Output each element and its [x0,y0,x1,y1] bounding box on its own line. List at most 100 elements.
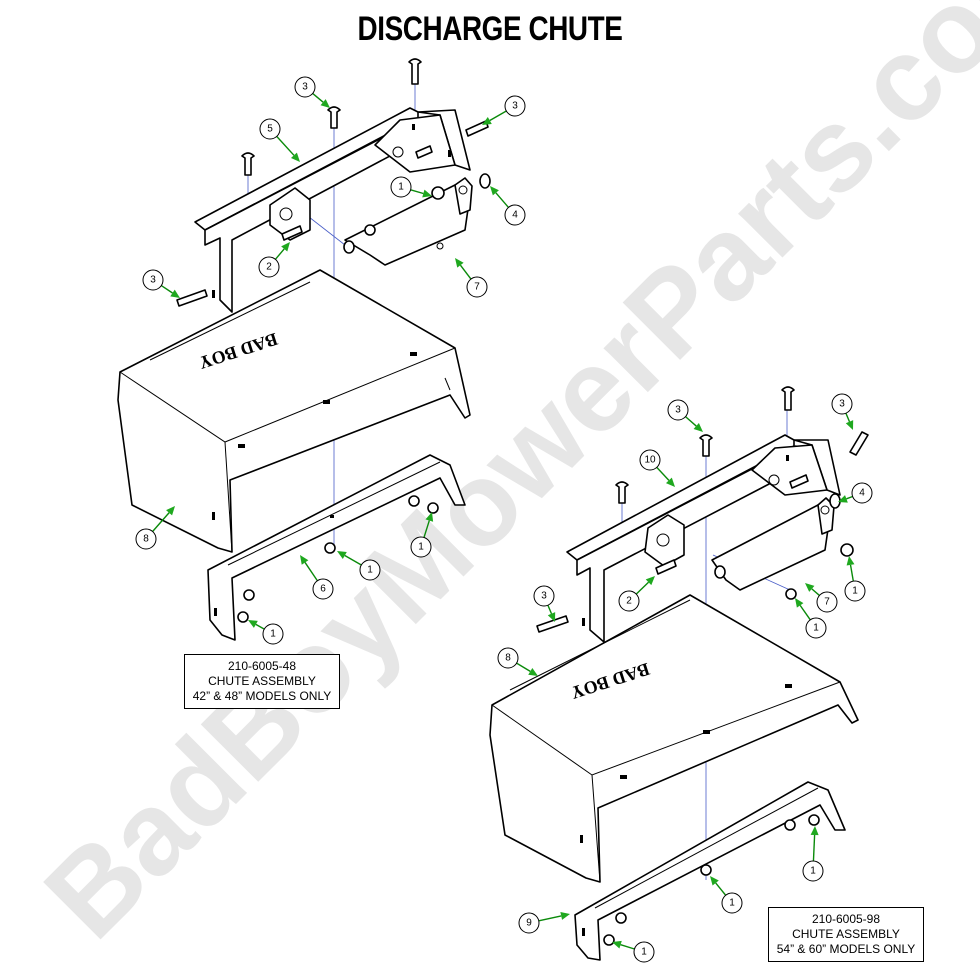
callout-balloon [497,647,519,669]
arrow-icon [560,912,570,920]
callout-balloon [262,623,284,645]
arrow-icon [455,258,464,268]
callout-8: 8 [497,647,538,676]
callout-6: 6 [300,555,334,600]
callout-number: 3 [675,405,681,416]
callout-7: 7 [455,258,488,298]
callout-number: 1 [367,565,373,576]
arrow-icon [795,598,804,608]
arrow-icon [166,506,175,516]
callout-1: 1 [844,556,866,602]
callout-number: 6 [320,584,326,595]
callout-5: 5 [259,118,300,162]
mount-bracket-part-10 [566,434,841,643]
callout-1: 1 [612,940,655,963]
callout-4: 4 [838,482,873,504]
callout-balloon [135,528,157,550]
page-title: DISCHARGE CHUTE [357,10,623,48]
callout-number: 10 [644,455,656,466]
callout-balloon [294,76,316,98]
callout-balloon [359,559,381,581]
arrow-icon [425,512,434,522]
leader-line [547,604,553,614]
arrow-icon [300,555,309,565]
arrow-icon [665,477,675,487]
callout-1: 1 [802,826,824,882]
callout-balloon [805,617,827,639]
callout-balloon [258,256,280,278]
arrow-icon [645,576,655,586]
callout-balloon [639,449,661,471]
arrow-icon [281,242,290,252]
lower-bracket-part-9 [574,781,846,961]
callout-balloon [504,204,526,226]
callout-3: 3 [667,399,703,432]
callout-number: 9 [526,918,532,929]
arrow-icon [248,620,258,628]
callout-number: 3 [839,399,845,410]
hardware-right [536,386,869,633]
leader-line [635,581,649,595]
callout-3: 3 [533,585,556,622]
assembly-models: 42” & 48” MODELS ONLY [192,689,332,703]
callout-number: 1 [641,947,647,958]
callout-number: 3 [302,82,308,93]
callout-balloon [844,580,866,602]
callout-number: 1 [729,898,735,909]
leader-line [459,264,472,280]
callout-number: 3 [150,275,156,286]
callout-number: 4 [859,488,865,499]
assembly-name: CHUTE ASSEMBLY [208,674,316,688]
callout-8: 8 [135,506,175,550]
callout-number: 1 [852,586,858,597]
arrow-icon [170,289,180,298]
callout-4: 4 [490,186,526,226]
callout-balloon [831,393,853,415]
arrow-icon [337,551,347,559]
assembly-part-number: 210-6005-98 [811,912,881,926]
arrow-icon [290,152,300,162]
leader-line [274,248,285,260]
leader-line [516,662,531,672]
hardware-left [176,58,491,307]
callout-3: 3 [831,393,854,430]
callout-1: 1 [795,598,827,639]
callout-number: 7 [474,282,480,293]
leader-line [685,416,697,427]
callout-number: 1 [398,182,404,193]
leader-line [152,512,170,532]
callout-7: 7 [805,583,838,613]
leader-line [538,915,562,922]
callout-balloon [721,892,743,914]
callout-balloon [851,482,873,504]
callout-number: 2 [626,596,632,607]
callout-balloon [259,118,281,140]
callout-balloon [667,399,689,421]
callout-balloon [466,276,488,298]
arrow-icon [320,99,330,108]
callout-balloon [390,176,412,198]
callout-2: 2 [258,242,290,278]
callout-2: 2 [618,576,655,612]
arrow-icon [490,186,499,196]
callout-1: 1 [390,176,432,198]
assembly-name: CHUTE ASSEMBLY [792,927,900,941]
arrow-icon [547,612,556,622]
callout-balloon [618,590,640,612]
leader-line [811,588,820,596]
arrow-icon [482,117,492,125]
callout-number: 1 [810,866,816,877]
chute-body-part-8-right: BAD BOY [489,594,859,883]
callout-balloon [533,585,555,607]
arrow-icon [805,583,815,592]
callout-balloon [504,95,526,117]
leader-line [276,135,295,156]
callout-balloon [142,269,164,291]
arrow-icon [845,420,854,430]
chute-body-part-8: BAD BOY [117,269,471,553]
leader-line [715,882,727,896]
leader-line [849,564,855,582]
leader-line [344,554,362,566]
